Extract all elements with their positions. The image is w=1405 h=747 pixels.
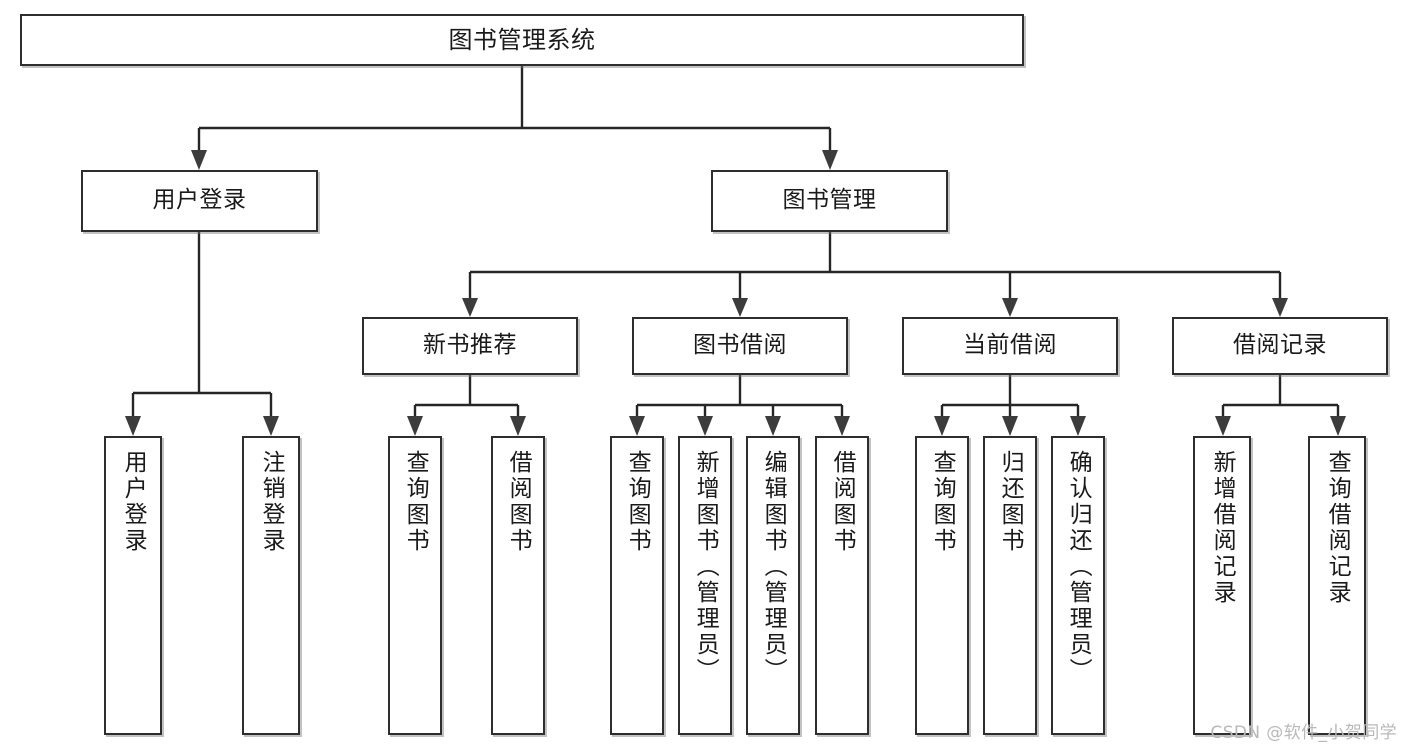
node-leaf-return-book[interactable]: 归还图书 <box>983 436 1037 735</box>
node-leaf-edit-book-label: 编辑图书（管理员） <box>760 450 787 684</box>
arrow-book-manage <box>822 150 838 170</box>
arrow-leaf-borrow-book-b <box>834 416 850 436</box>
arrow-leaf-edit-book <box>765 416 781 436</box>
arrow-leaf-user-login <box>125 416 141 436</box>
node-leaf-logout[interactable]: 注销登录 <box>242 436 300 735</box>
node-borrow-record[interactable]: 借阅记录 <box>1172 317 1388 375</box>
node-leaf-add-record[interactable]: 新增借阅记录 <box>1193 436 1251 735</box>
node-leaf-add-book[interactable]: 新增图书（管理员） <box>678 436 732 735</box>
arrow-leaf-query-record <box>1330 416 1346 436</box>
node-leaf-logout-label: 注销登录 <box>258 450 285 554</box>
node-leaf-borrow-book-a-label: 借阅图书 <box>505 450 532 554</box>
node-leaf-query-book-a-label: 查询图书 <box>402 450 429 554</box>
arrow-leaf-add-record <box>1215 416 1231 436</box>
node-new-book-recommend[interactable]: 新书推荐 <box>362 317 578 375</box>
arrow-leaf-query-book-a <box>407 416 423 436</box>
arrow-user-login <box>191 150 207 170</box>
arrow-leaf-confirm-return <box>1070 416 1086 436</box>
node-leaf-query-book-c[interactable]: 查询图书 <box>915 436 969 735</box>
node-leaf-add-record-label: 新增借阅记录 <box>1209 450 1236 606</box>
node-user-login[interactable]: 用户登录 <box>81 170 318 232</box>
node-leaf-return-book-label: 归还图书 <box>997 450 1024 554</box>
arrow-book-borrow <box>732 298 748 317</box>
node-leaf-query-book-a[interactable]: 查询图书 <box>388 436 442 735</box>
node-leaf-query-record-label: 查询借阅记录 <box>1324 450 1351 606</box>
node-leaf-query-book-c-label: 查询图书 <box>929 450 956 554</box>
arrow-leaf-query-book-c <box>934 416 950 436</box>
node-leaf-user-login[interactable]: 用户登录 <box>104 436 162 735</box>
node-leaf-add-book-label: 新增图书（管理员） <box>692 450 719 684</box>
arrow-leaf-query-book-b <box>629 416 645 436</box>
node-leaf-borrow-book-a[interactable]: 借阅图书 <box>491 436 545 735</box>
node-leaf-confirm-return[interactable]: 确认归还（管理员） <box>1051 436 1105 735</box>
arrow-new-book-rec <box>462 298 478 317</box>
node-leaf-user-login-label: 用户登录 <box>120 450 147 554</box>
node-leaf-query-record[interactable]: 查询借阅记录 <box>1308 436 1366 735</box>
node-leaf-query-book-b-label: 查询图书 <box>624 450 651 554</box>
arrow-borrow-record <box>1272 298 1288 317</box>
node-leaf-query-book-b[interactable]: 查询图书 <box>610 436 664 735</box>
node-leaf-borrow-book-b[interactable]: 借阅图书 <box>815 436 869 735</box>
node-root[interactable]: 图书管理系统 <box>20 14 1024 66</box>
node-book-borrow[interactable]: 图书借阅 <box>632 317 848 375</box>
node-book-manage[interactable]: 图书管理 <box>711 170 948 232</box>
node-current-borrow[interactable]: 当前借阅 <box>902 317 1118 375</box>
arrow-leaf-add-book <box>697 416 713 436</box>
node-leaf-borrow-book-b-label: 借阅图书 <box>829 450 856 554</box>
watermark-text: CSDN @软件_小贺同学 <box>1210 723 1397 743</box>
node-leaf-edit-book[interactable]: 编辑图书（管理员） <box>746 436 800 735</box>
arrow-leaf-logout <box>263 416 279 436</box>
arrow-current-borrow <box>1002 298 1018 317</box>
arrow-leaf-borrow-book-a <box>510 416 526 436</box>
node-leaf-confirm-return-label: 确认归还（管理员） <box>1065 450 1092 684</box>
arrow-leaf-return-book <box>1002 416 1018 436</box>
